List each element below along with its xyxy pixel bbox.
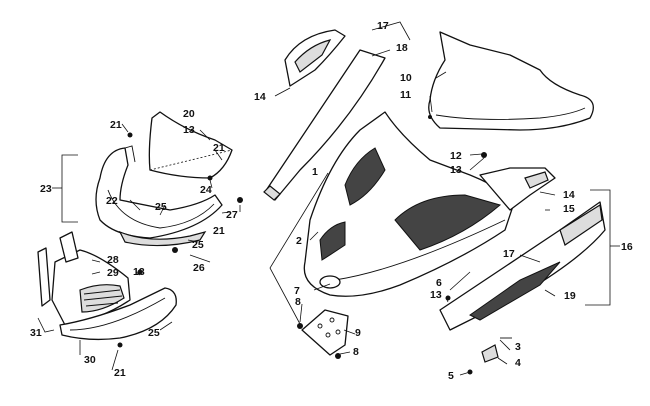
callout-29: 29 xyxy=(107,267,119,279)
callout-20: 20 xyxy=(183,108,195,120)
callout-13b: 13 xyxy=(450,164,462,176)
belly-pan xyxy=(59,287,177,341)
callout-18: 18 xyxy=(396,42,408,54)
callout-16: 16 xyxy=(621,241,633,253)
callout-8b: 8 xyxy=(353,346,359,358)
callout-25c: 25 xyxy=(148,327,160,339)
callout-13d: 13 xyxy=(133,266,145,278)
callout-21a: 21 xyxy=(110,119,122,131)
callout-17b: 17 xyxy=(503,248,515,260)
callout-31: 31 xyxy=(30,327,42,339)
callout-8a: 8 xyxy=(295,296,301,308)
callout-9: 9 xyxy=(355,327,361,339)
right-side-panel xyxy=(439,201,606,331)
side-decal-panel xyxy=(479,167,556,211)
callout-21b: 21 xyxy=(213,142,225,154)
callout-24: 24 xyxy=(200,184,212,196)
callout-26: 26 xyxy=(193,262,205,274)
main-hood xyxy=(303,111,516,297)
callout-28: 28 xyxy=(107,254,119,266)
callout-3: 3 xyxy=(515,341,521,353)
callout-14a: 14 xyxy=(254,91,266,103)
callout-17a: 17 xyxy=(377,20,389,32)
callout-27: 27 xyxy=(226,209,238,221)
callout-21d: 21 xyxy=(114,367,126,379)
top-console xyxy=(284,29,346,87)
trim-strip xyxy=(263,49,386,201)
callout-12: 12 xyxy=(450,150,462,162)
callout-1: 1 xyxy=(312,166,318,178)
callout-2: 2 xyxy=(296,235,302,247)
callout-30: 30 xyxy=(84,354,96,366)
nose-bumper xyxy=(95,145,223,247)
callout-13a: 13 xyxy=(183,124,195,136)
callout-4: 4 xyxy=(515,357,521,369)
leader-lines xyxy=(37,21,620,376)
callout-21c: 21 xyxy=(213,225,225,237)
callout-11: 11 xyxy=(400,89,411,101)
callout-14b: 14 xyxy=(563,189,575,201)
callout-15: 15 xyxy=(563,203,575,215)
windshield xyxy=(428,31,594,131)
callout-23: 23 xyxy=(40,183,52,195)
hardware-fasteners xyxy=(117,115,512,375)
side-strip xyxy=(37,231,79,307)
bracket-plate xyxy=(301,309,349,356)
callout-25a: 25 xyxy=(155,201,167,213)
callout-5: 5 xyxy=(448,370,454,382)
callout-7: 7 xyxy=(294,285,300,297)
callout-10: 10 xyxy=(400,72,412,84)
callout-22: 22 xyxy=(106,195,118,207)
callout-19: 19 xyxy=(564,290,576,302)
callout-6: 6 xyxy=(436,277,442,289)
callout-13c: 13 xyxy=(430,289,442,301)
callout-labels: 1 2 3 4 5 6 7 8 8 9 10 11 12 13 13 13 13… xyxy=(30,20,633,382)
callout-25b: 25 xyxy=(192,239,204,251)
